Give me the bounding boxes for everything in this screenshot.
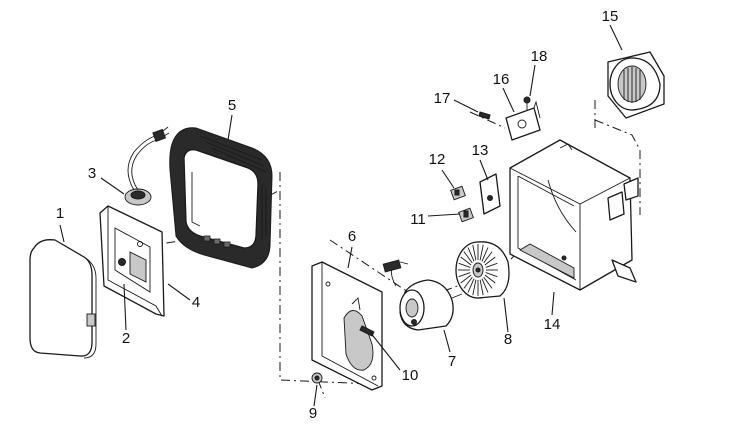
- blower-blade: [460, 256, 472, 266]
- part-13-bracket: [479, 173, 501, 215]
- callout-7: 7: [448, 353, 456, 370]
- callout-3: 3: [88, 165, 96, 182]
- callout-2: 2: [122, 330, 130, 347]
- part-5-grille: [169, 127, 273, 269]
- part-16-damper-bracket: [505, 100, 541, 141]
- blower-blade: [479, 279, 484, 296]
- blower-blade: [483, 251, 493, 264]
- blower-blade: [463, 276, 473, 289]
- callout-6: 6: [348, 228, 356, 245]
- callout-9: 9: [309, 405, 317, 422]
- callout-8: 8: [504, 331, 512, 348]
- blower-blade: [458, 262, 471, 268]
- blower-blade: [481, 278, 489, 293]
- part-9-nut: [311, 372, 323, 384]
- leader-lines: [59, 24, 623, 407]
- part-14-housing: [509, 139, 639, 291]
- part-17-screw: [478, 111, 491, 120]
- part-11-connector: [458, 207, 474, 223]
- callout-13: 13: [472, 142, 489, 159]
- blower-blade: [463, 251, 473, 264]
- callout-16: 16: [493, 71, 510, 88]
- blower-blade: [483, 276, 493, 289]
- blower-blade: [485, 262, 498, 268]
- callout-10: 10: [402, 367, 419, 384]
- callout-15: 15: [602, 8, 619, 25]
- callout-11: 11: [410, 211, 426, 228]
- part-12-receptacle: [450, 185, 466, 201]
- part-2-socket-bracket: [99, 205, 165, 317]
- blower-blade: [460, 274, 472, 284]
- part-3-socket-and-wire: [124, 126, 170, 206]
- part-18-screw: [523, 96, 531, 110]
- blower-blade: [472, 244, 477, 261]
- callout-labels: 1 2 3 4 5 6 7 8 9 10 11 12 13 14 15 16 1…: [56, 8, 619, 422]
- blower-blade: [479, 244, 484, 261]
- part-15-duct-connector: [607, 51, 665, 119]
- callout-4: 4: [192, 294, 200, 311]
- callout-18: 18: [531, 48, 548, 65]
- callout-5: 5: [228, 97, 236, 114]
- blower-blade: [485, 272, 498, 278]
- blower-blade: [484, 256, 496, 266]
- blower-blade: [458, 272, 471, 278]
- callout-1: 1: [56, 205, 64, 222]
- blower-blade: [472, 279, 477, 296]
- blower-blade: [467, 278, 475, 293]
- part-1-cover-plate: [29, 239, 97, 359]
- callout-14: 14: [544, 316, 561, 333]
- blower-blade: [481, 247, 489, 262]
- blower-blade: [467, 247, 475, 262]
- part-7-motor: [382, 259, 463, 331]
- part-8-blower-wheel: [455, 241, 510, 299]
- callout-17: 17: [434, 90, 451, 107]
- part-6-motor-plate: [311, 261, 383, 391]
- blower-blade: [484, 274, 496, 284]
- callout-12: 12: [429, 151, 446, 168]
